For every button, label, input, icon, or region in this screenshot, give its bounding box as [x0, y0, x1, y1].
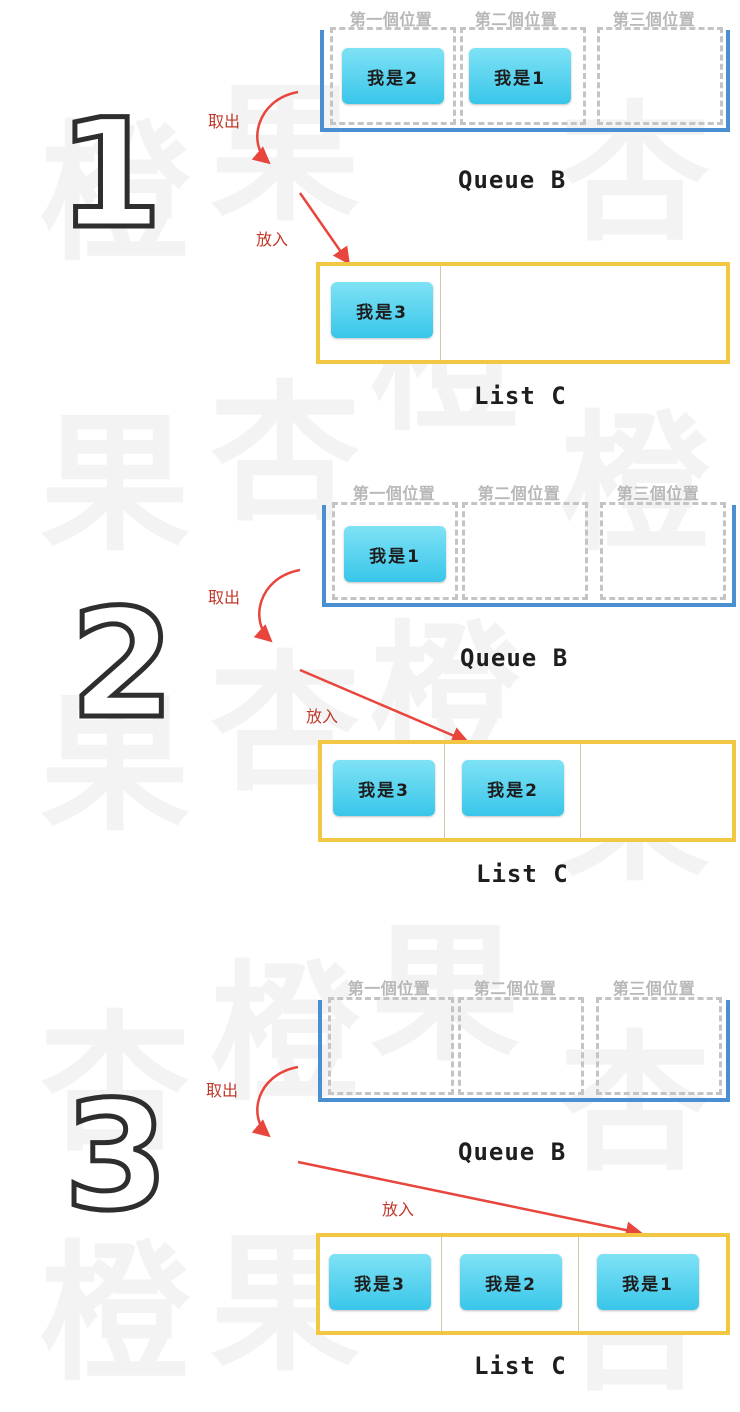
slot-label-second: 第二個位置 — [474, 10, 558, 29]
list-item: 我是2 — [460, 1254, 562, 1310]
queue-item: 我是1 — [344, 526, 446, 582]
list-caption: List C — [474, 1352, 567, 1380]
queue-b-container — [322, 505, 736, 607]
queue-slot — [328, 997, 454, 1095]
list-item: 我是3 — [331, 282, 433, 338]
slot-label-third: 第三個位置 — [612, 10, 696, 29]
queue-slot — [462, 502, 588, 600]
slot-label-first: 第一個位置 — [347, 979, 431, 998]
queue-caption: Queue B — [458, 166, 567, 194]
slot-label-second: 第二個位置 — [473, 979, 557, 998]
queue-caption: Queue B — [460, 644, 569, 672]
queue-slot — [597, 27, 723, 125]
queue-slot — [332, 502, 458, 600]
queue-slot — [458, 997, 584, 1095]
queue-item: 我是1 — [469, 48, 571, 104]
put-arrow — [298, 192, 350, 265]
put-arrow — [299, 668, 470, 744]
list-caption: List C — [474, 382, 567, 410]
list-divider — [578, 1237, 579, 1331]
step-number: 3 — [61, 1070, 170, 1244]
list-divider — [440, 266, 441, 360]
queue-slot — [596, 997, 722, 1095]
put-label: 放入 — [256, 230, 289, 249]
step-number: 2 — [67, 578, 176, 752]
put-arrow — [297, 1160, 644, 1239]
queue-slot — [460, 27, 586, 125]
take-label: 取出 — [208, 112, 241, 131]
queue-b-container — [318, 1000, 730, 1102]
put-label: 放入 — [306, 707, 339, 726]
take-arrow — [253, 568, 301, 643]
take-arrow — [251, 90, 299, 165]
slot-label-first: 第一個位置 — [352, 484, 436, 503]
list-item: 我是3 — [329, 1254, 431, 1310]
queue-slot — [600, 502, 726, 600]
slot-label-second: 第二個位置 — [477, 484, 561, 503]
slot-label-first: 第一個位置 — [349, 10, 433, 29]
slot-label-third: 第三個位置 — [612, 979, 696, 998]
list-divider — [441, 1237, 442, 1331]
take-arrow — [251, 1065, 299, 1138]
list-item: 我是3 — [333, 760, 435, 816]
list-divider — [444, 744, 445, 838]
queue-caption: Queue B — [458, 1138, 567, 1166]
queue-b-container — [320, 30, 730, 132]
take-label: 取出 — [208, 588, 241, 607]
slot-label-third: 第三個位置 — [616, 484, 700, 503]
take-label: 取出 — [206, 1081, 239, 1100]
queue-item: 我是2 — [342, 48, 444, 104]
list-item: 我是2 — [462, 760, 564, 816]
list-caption: List C — [476, 860, 569, 888]
list-item: 我是1 — [597, 1254, 699, 1310]
put-label: 放入 — [382, 1200, 415, 1219]
list-divider — [580, 744, 581, 838]
queue-slot — [330, 27, 456, 125]
step-number: 1 — [55, 88, 164, 262]
